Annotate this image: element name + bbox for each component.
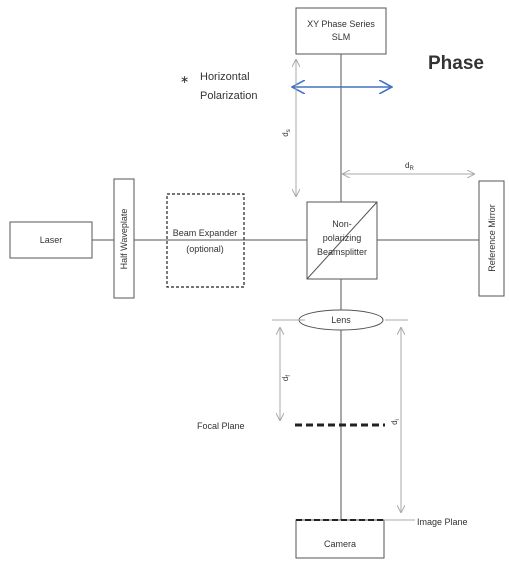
reference-mirror-label: Reference Mirror xyxy=(487,204,497,272)
dimension-dr-label: dR xyxy=(405,161,414,172)
beam-expander-label-line2: (optional) xyxy=(186,244,224,254)
slm-label-line1: XY Phase Series xyxy=(307,19,375,29)
camera-label: Camera xyxy=(324,539,356,549)
slm-box xyxy=(295,7,387,55)
beamsplitter-diagonal xyxy=(306,201,378,280)
heading-text: Phase xyxy=(428,53,484,74)
camera-box xyxy=(295,519,385,559)
svg-text:di: di xyxy=(390,419,401,425)
asterisk-icon: ∗ xyxy=(180,74,189,86)
dimension-di-label: di xyxy=(390,419,401,425)
dimension-df-label: df xyxy=(281,375,292,381)
beamsplitter-label-line2: polarizing xyxy=(323,233,362,243)
reference-mirror-box xyxy=(478,180,505,297)
svg-text:ds: ds xyxy=(281,129,292,136)
beam-expander-label-line1: Beam Expander xyxy=(173,228,238,238)
image-plane-label: Image Plane xyxy=(417,517,468,527)
svg-text:df: df xyxy=(281,375,292,381)
laser-label: Laser xyxy=(40,235,63,245)
lens-label: Lens xyxy=(331,315,351,325)
dimension-ds-label: ds xyxy=(281,129,292,136)
half-waveplate-box xyxy=(113,178,135,299)
slm-label-line2: SLM xyxy=(332,32,351,42)
focal-plane-label: Focal Plane xyxy=(197,421,245,431)
laser-box xyxy=(9,221,93,259)
beamsplitter-label-line3: Beamsplitter xyxy=(317,247,367,257)
beamsplitter-label-line1: Non- xyxy=(332,219,352,229)
polarization-label-line1: Horizontal xyxy=(200,71,250,83)
half-waveplate-label: Half Waveplate xyxy=(119,209,129,270)
polarization-label-line2: Polarization xyxy=(200,90,257,102)
